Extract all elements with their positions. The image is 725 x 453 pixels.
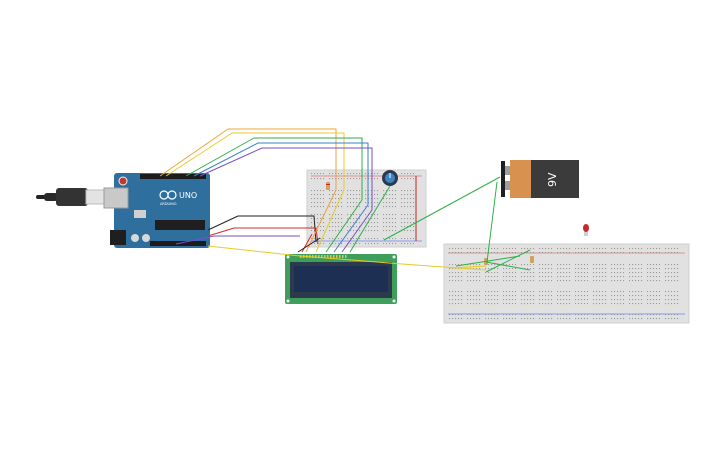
arduino-brand-text: ARDUINO — [160, 202, 177, 206]
wire-purple-3 — [341, 209, 373, 253]
capacitor-2 — [142, 234, 150, 242]
capacitor-1 — [131, 234, 139, 242]
wire-green-8 — [455, 255, 521, 267]
wire-green-1 — [185, 137, 363, 200]
arduino-logo-text: UNO — [179, 191, 197, 200]
resistor-3[interactable] — [530, 256, 534, 263]
wire-green-6 — [485, 261, 531, 271]
large-breadboard[interactable] — [443, 243, 690, 324]
wire-green-5 — [486, 181, 498, 263]
wires[interactable] — [159, 128, 531, 273]
wire-purple-2 — [175, 235, 300, 245]
battery-9v[interactable]: 9V — [501, 160, 579, 198]
wire-yellow-4 — [449, 265, 487, 269]
small-breadboard-body — [306, 169, 427, 248]
battery-voltage-label: 9V — [546, 172, 559, 187]
wire-purple-1 — [199, 147, 373, 210]
wire-orange-1 — [159, 128, 337, 190]
wire-green-4 — [383, 176, 501, 241]
battery-body — [510, 160, 532, 198]
lcd-screen — [294, 266, 388, 292]
usb-port — [103, 187, 129, 209]
wire-black-2 — [297, 237, 321, 253]
potentiometer-icon[interactable] — [382, 170, 398, 186]
arduino-pcb — [114, 173, 210, 248]
wire-green-2 — [325, 199, 363, 253]
large-breadboard-holes — [449, 248, 679, 320]
crystal — [134, 210, 146, 218]
wire-red-1 — [207, 227, 319, 245]
large-breadboard-body — [443, 243, 690, 324]
wire-yellow-2 — [207, 245, 487, 271]
wire-blue-1 — [193, 142, 369, 205]
led-icon[interactable] — [583, 224, 589, 236]
small-breadboard[interactable] — [306, 169, 427, 248]
arduino-logo: UNO ARDUINO — [159, 190, 197, 206]
power-jack — [110, 230, 126, 245]
battery-terminal — [501, 161, 505, 197]
wire-black-1 — [207, 215, 317, 243]
wire-yellow-1 — [165, 132, 345, 190]
wire-orange-2 — [305, 189, 337, 253]
wire-red-2 — [301, 233, 313, 253]
wire-green-7 — [485, 249, 531, 273]
battery-cap — [531, 160, 579, 198]
digital-header — [140, 174, 206, 179]
usb-plug-icon[interactable] — [36, 188, 105, 206]
reset-button[interactable] — [118, 176, 128, 186]
wire-yellow-3 — [315, 189, 345, 253]
atmega-chip — [155, 220, 205, 230]
lcd-16x2-display[interactable] — [285, 254, 397, 304]
resistor-1[interactable] — [326, 182, 330, 190]
wire-blue-2 — [333, 204, 369, 253]
wire-green-3 — [349, 185, 391, 253]
arduino-uno-board[interactable]: UNO ARDUINO — [103, 173, 210, 248]
